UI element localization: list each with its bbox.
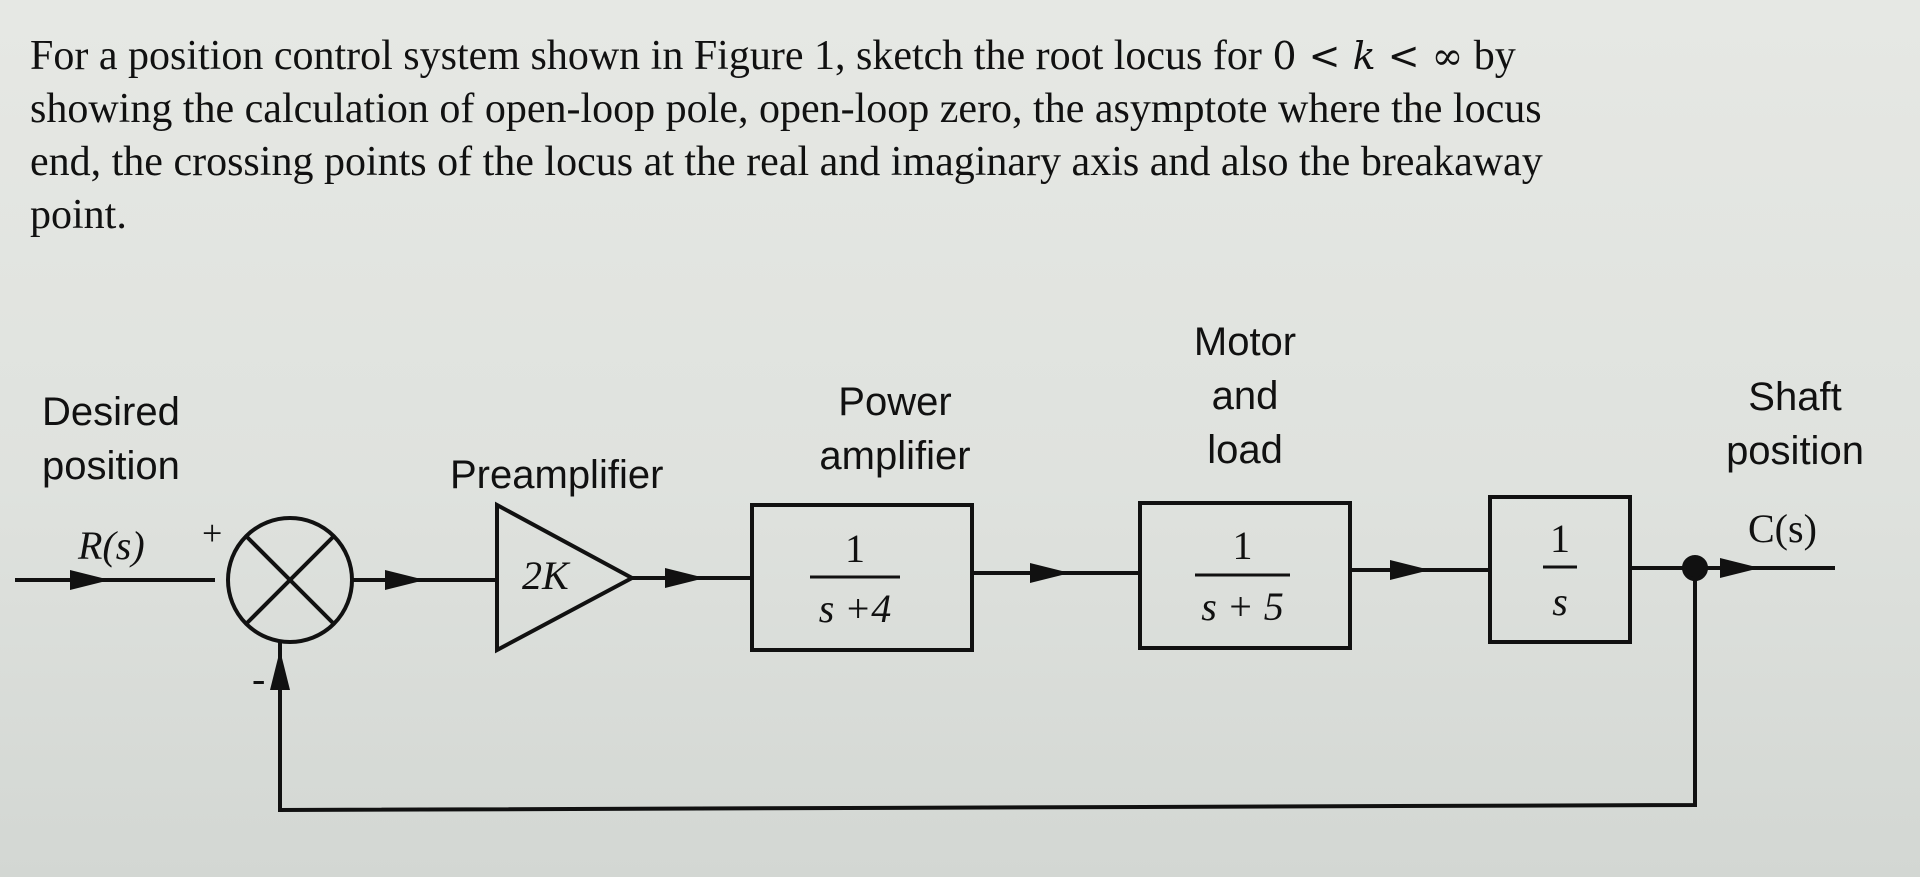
plus-sign: + (202, 513, 223, 553)
output-signal: C(s) (1748, 506, 1817, 551)
motor-to-integrator-arrow (1390, 560, 1430, 580)
preamplifier-gain: 2K (522, 553, 569, 598)
motor-load-box (1138, 501, 1352, 650)
question-line-1: For a position control system shown in F… (30, 33, 1516, 79)
sum-to-preamp-arrow (385, 570, 425, 590)
minus-sign: - (252, 656, 266, 701)
power-amplifier-denominator: s +4 (818, 586, 892, 631)
integrator-numerator: 1 (1550, 516, 1570, 561)
motor-load-denominator: s + 5 (1201, 584, 1284, 629)
input-arrow (70, 570, 110, 590)
power-amp-to-motor-arrow (1030, 563, 1070, 583)
preamplifier-label: Preamplifier (450, 453, 664, 497)
motor-load-label: Motor and load (1193, 320, 1297, 472)
k-range: 0 < k < ∞ (1272, 34, 1464, 78)
input-label: Desired position (42, 390, 180, 488)
preamp-to-power-amp-arrow (665, 568, 705, 588)
output-label: Shaft position (1726, 375, 1864, 473)
question-line-3: end, the crossing points of the locus at… (30, 139, 1543, 185)
power-amplifier-numerator: 1 (845, 526, 865, 571)
question-line-4: point. (30, 192, 127, 238)
feedback-arrow (270, 650, 290, 690)
output-arrow (1720, 558, 1760, 578)
summing-junction-cross-2 (244, 534, 336, 626)
question-text: For a position control system shown in F… (30, 30, 1850, 242)
power-amplifier-box (750, 503, 974, 652)
feedback-path (278, 568, 1697, 813)
motor-load-numerator: 1 (1232, 523, 1253, 568)
power-amplifier-label: Power amplifier (819, 380, 971, 478)
integrator-denominator: s (1552, 579, 1568, 624)
input-signal: R(s) (78, 523, 145, 568)
question-line-2: showing the calculation of open-loop pol… (30, 86, 1542, 132)
preamplifier-triangle (495, 501, 637, 654)
